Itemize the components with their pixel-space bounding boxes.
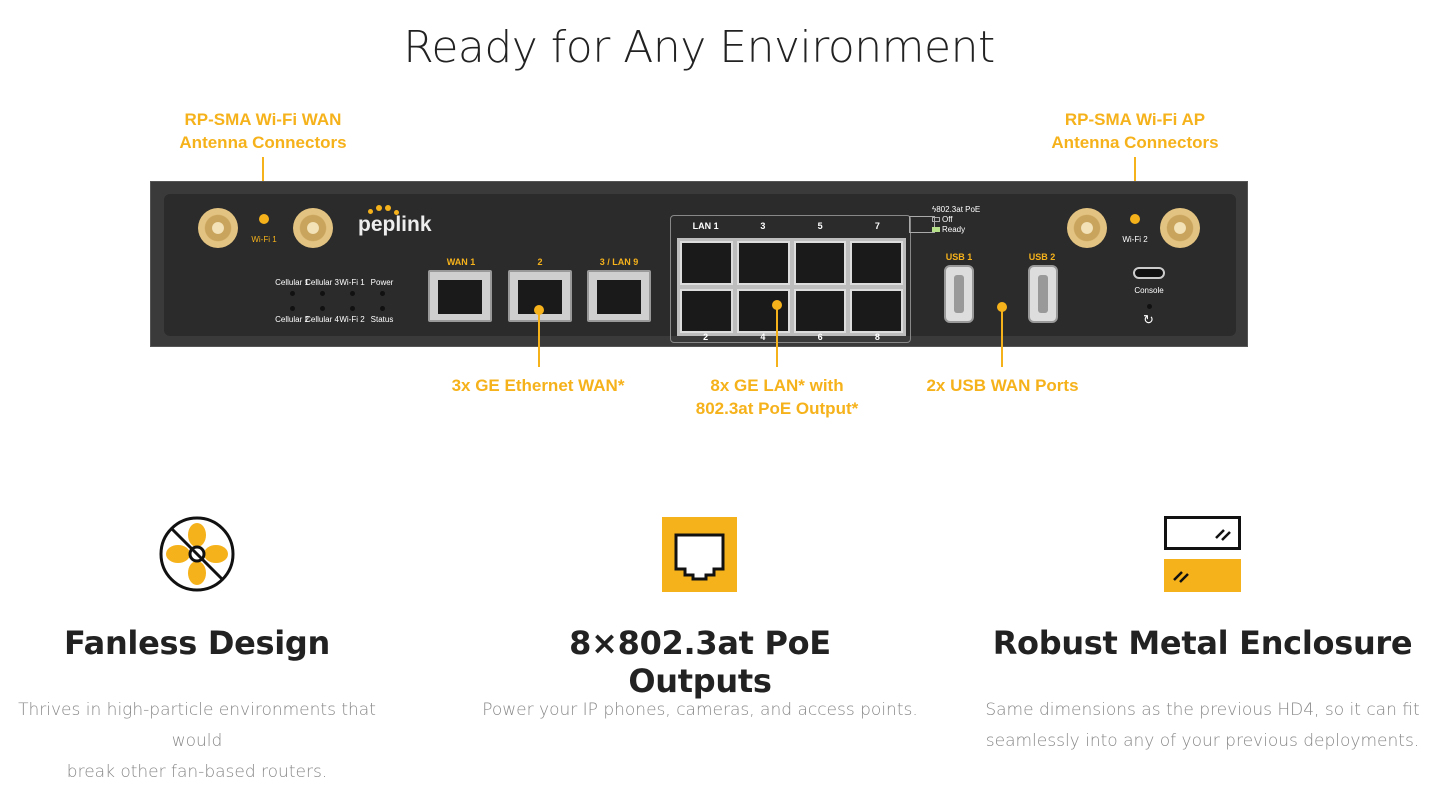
console-port	[1133, 267, 1165, 279]
callout-connector	[538, 310, 540, 367]
ethernet-port-lan	[850, 289, 903, 333]
poe-ready-label: Ready	[942, 225, 966, 234]
lan-label: 8	[874, 332, 880, 342]
led-label: Cellular 3	[305, 278, 339, 287]
brand-text: peplink	[358, 213, 432, 236]
led-label: Cellular 2	[275, 315, 309, 324]
antenna-connector-icon	[293, 208, 333, 248]
antenna-connector-icon	[198, 208, 238, 248]
usb1-label: USB 1	[945, 252, 973, 262]
router-image: Wi-Fi 1 peplink Cellular 1 Cellular 3 Wi…	[150, 181, 1248, 347]
feature-title: Robust Metal Enclosure	[992, 624, 1413, 662]
desc-line: Same dimensions as the previous HD4, so …	[985, 700, 1420, 720]
ethernet-port-lan	[680, 289, 733, 333]
fanless-icon	[159, 516, 235, 592]
ethernet-port-lan	[793, 289, 847, 333]
desc-line: Power your IP phones, cameras, and acces…	[482, 700, 918, 720]
desc-line: seamlessly into any of your previous dep…	[985, 731, 1420, 751]
led	[349, 306, 355, 311]
lan-bottom-labels: 2 4 6 8	[677, 332, 906, 342]
lan-label: 3	[760, 221, 766, 231]
metal-enclosure-icon	[1164, 516, 1241, 592]
feature-description: Thrives in high-particle environments th…	[0, 695, 394, 788]
lan-label: 2	[703, 332, 709, 342]
ethernet-port-lan	[793, 241, 847, 285]
callout-line: Antenna Connectors	[179, 133, 347, 152]
feature-description: Power your IP phones, cameras, and acces…	[470, 695, 930, 726]
lan-ports	[677, 238, 906, 336]
ethernet-port-lan	[850, 241, 903, 285]
desc-line: Thrives in high-particle environments th…	[18, 700, 376, 751]
led	[319, 306, 325, 311]
led-label: Cellular 1	[275, 278, 309, 287]
usb2-label: USB 2	[1028, 252, 1056, 262]
ethernet-port-lan	[736, 289, 790, 333]
poe-port-icon	[909, 216, 935, 233]
reset-hole	[1147, 304, 1152, 309]
ethernet-port-icon	[662, 517, 737, 592]
poe-legend: ϟ802.3at PoE Off Ready	[932, 205, 980, 235]
callout-line: 8x GE LAN* with	[710, 376, 844, 395]
poe-off-label: Off	[942, 215, 953, 224]
peplink-logo: peplink	[358, 205, 432, 237]
antenna-connector-icon	[1160, 208, 1200, 248]
feature-title: Fanless Design	[63, 624, 331, 662]
led	[349, 291, 355, 296]
poe-title: 802.3at PoE	[936, 205, 981, 214]
led-label: Wi-Fi 1	[339, 278, 365, 287]
ethernet-port-lan	[736, 241, 790, 285]
led	[319, 291, 325, 296]
router-front-panel: Wi-Fi 1 peplink Cellular 1 Cellular 3 Wi…	[164, 194, 1236, 343]
lan-label: 4	[760, 332, 766, 342]
callout-wan: 3x GE Ethernet WAN*	[451, 376, 625, 395]
callout-line: 802.3at PoE Output*	[695, 399, 859, 418]
callout-connector	[1001, 307, 1003, 367]
lan-label: 6	[817, 332, 823, 342]
desc-line: break other fan-based routers.	[66, 762, 328, 782]
led-label: Status	[370, 315, 394, 324]
callout-dot	[1130, 214, 1140, 224]
wan3-label: 3 / LAN 9	[599, 257, 639, 267]
lightning-icon: ϟ	[932, 205, 937, 214]
lan-port-block: LAN 1 3 5 7 2 4 6 8	[670, 215, 911, 343]
lan-top-labels: LAN 1 3 5 7	[677, 221, 906, 231]
led	[379, 306, 385, 311]
led-label: Wi-Fi 2	[339, 315, 365, 324]
lan-label: 7	[874, 221, 880, 231]
wifi2-label: Wi-Fi 2	[1122, 235, 1148, 244]
callout-usb: 2x USB WAN Ports	[926, 376, 1079, 395]
callout-wifi-ap: RP-SMA Wi-Fi AP Antenna Connectors	[1022, 108, 1248, 154]
usb-port-2	[1028, 265, 1058, 323]
wan2-label: 2	[537, 257, 543, 267]
led-panel: Cellular 1 Cellular 3 Wi-Fi 1 Power Cell…	[275, 278, 397, 324]
callout-line: RP-SMA Wi-Fi WAN	[184, 110, 342, 129]
antenna-connector-icon	[1067, 208, 1107, 248]
reset-icon: ↻	[1143, 312, 1154, 327]
ethernet-port-wan1	[428, 270, 492, 322]
led	[289, 306, 295, 311]
console-label: Console	[1134, 286, 1164, 295]
led	[379, 291, 385, 296]
wan1-label: WAN 1	[446, 257, 476, 267]
callout-dot	[259, 214, 269, 224]
led-label: Power	[370, 278, 394, 287]
ethernet-port-wan3	[587, 270, 651, 322]
callout-line: RP-SMA Wi-Fi AP	[1064, 110, 1206, 129]
feature-title: 8×802.3at PoE Outputs	[569, 624, 831, 700]
led	[289, 291, 295, 296]
lan-label: LAN 1	[692, 221, 719, 231]
callout-lan: 8x GE LAN* with 802.3at PoE Output*	[657, 374, 897, 420]
usb-port-1	[944, 265, 974, 323]
page-title: Ready for Any Environment	[403, 22, 995, 73]
callout-wifi-wan: RP-SMA Wi-Fi WAN Antenna Connectors	[150, 108, 376, 154]
wifi1-label: Wi-Fi 1	[251, 235, 277, 244]
feature-description: Same dimensions as the previous HD4, so …	[985, 695, 1420, 757]
led-label: Cellular 4	[305, 315, 339, 324]
callout-connector	[776, 305, 778, 367]
lan-label: 5	[817, 221, 823, 231]
ethernet-port-lan	[680, 241, 733, 285]
callout-line: Antenna Connectors	[1051, 133, 1219, 152]
